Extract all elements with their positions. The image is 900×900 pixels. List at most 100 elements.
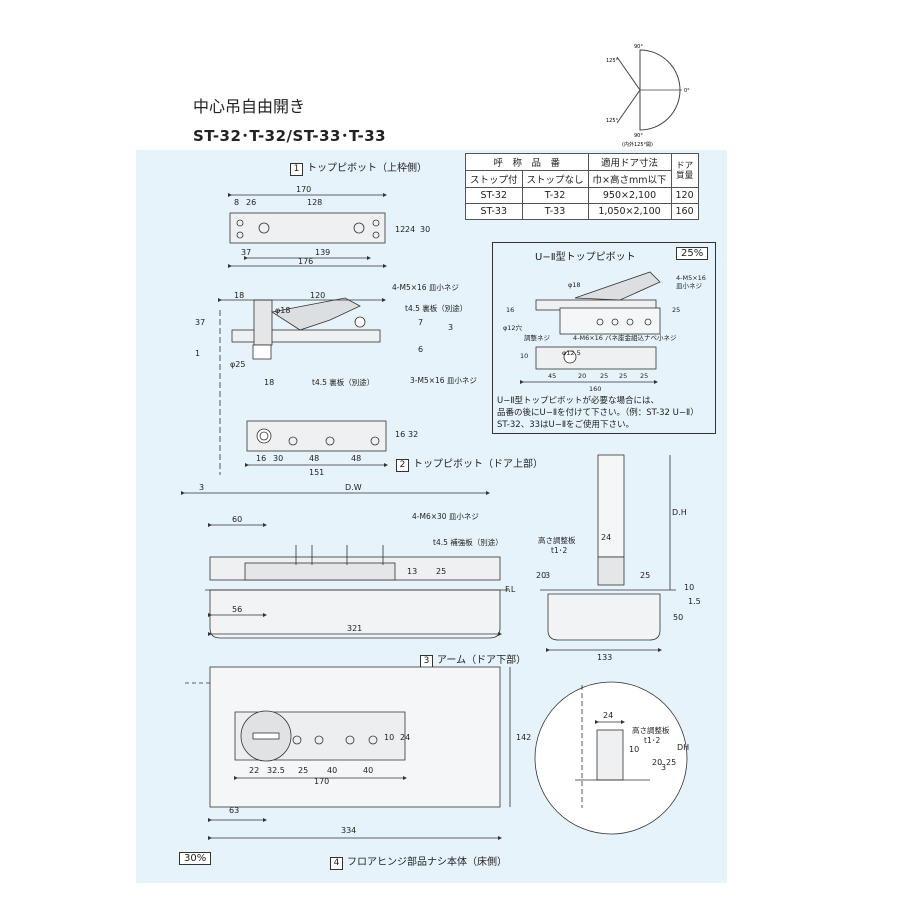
svg-text:40: 40 (363, 766, 373, 775)
svg-text:t1･2: t1･2 (551, 546, 567, 555)
svg-text:22: 22 (249, 766, 259, 775)
svg-text:φ18: φ18 (275, 306, 290, 315)
opening-angle-diagram: 90° 125° 0° 125° 90° (内外125°開) (606, 44, 690, 148)
svg-text:D.W: D.W (345, 483, 362, 492)
svg-text:321: 321 (347, 624, 362, 633)
svg-text:φ25: φ25 (230, 360, 245, 369)
svg-text:334: 334 (341, 826, 356, 835)
svg-text:10: 10 (684, 583, 694, 592)
svg-text:120: 120 (310, 291, 325, 300)
svg-text:φ12穴: φ12穴 (503, 323, 523, 332)
svg-text:6: 6 (418, 345, 423, 354)
model-numbers: ST-32･T-32/ST-33･T-33 (193, 127, 387, 145)
svg-text:133: 133 (597, 653, 612, 662)
svg-text:4-M5×16: 4-M5×16 (676, 274, 706, 282)
svg-text:皿小ネジ: 皿小ネジ (676, 281, 703, 290)
svg-text:30: 30 (420, 225, 430, 234)
svg-text:4-M5×16 皿小ネジ: 4-M5×16 皿小ネジ (392, 283, 459, 292)
svg-text:25: 25 (600, 372, 608, 380)
angle-label-top: 90° (634, 44, 643, 50)
svg-text:20: 20 (652, 758, 662, 767)
svg-text:t4.5 裏板（別途）: t4.5 裏板（別途） (312, 377, 374, 387)
svg-text:25: 25 (640, 571, 650, 580)
svg-text:24: 24 (405, 225, 415, 234)
spec-table: 呼 称 品 番 適用ドア寸法 ドア質量 ストップ付 ストップなし 巾×高さmm以… (465, 153, 699, 220)
svg-text:8: 8 (234, 198, 239, 207)
svg-text:63: 63 (229, 806, 239, 815)
svg-text:24: 24 (601, 533, 611, 542)
svg-text:176: 176 (298, 257, 313, 266)
svg-text:20: 20 (578, 372, 586, 380)
angle-caption: (内外125°開) (622, 141, 653, 148)
svg-text:24: 24 (400, 733, 410, 742)
svg-text:3: 3 (545, 571, 550, 580)
svg-text:160: 160 (589, 385, 601, 393)
svg-text:t1･2: t1･2 (644, 736, 660, 745)
svg-text:18: 18 (264, 378, 274, 387)
svg-text:7: 7 (418, 318, 423, 327)
svg-text:1: 1 (195, 349, 200, 358)
svg-text:16: 16 (395, 430, 405, 439)
svg-text:40: 40 (327, 766, 337, 775)
svg-text:16: 16 (256, 454, 266, 463)
svg-text:高さ調整板: 高さ調整板 (538, 535, 576, 545)
svg-text:24: 24 (603, 711, 613, 720)
svg-text:18: 18 (234, 291, 244, 300)
svg-text:t4.5 補強板（別途）: t4.5 補強板（別途） (433, 537, 503, 547)
svg-text:4-M6×16 バネ座金組込ナベ小ネジ: 4-M6×16 バネ座金組込ナベ小ネジ (573, 333, 677, 342)
svg-text:50: 50 (673, 613, 683, 622)
svg-text:t4.5 裏板（別途）: t4.5 裏板（別途） (405, 303, 467, 313)
svg-text:25: 25 (672, 306, 680, 314)
svg-text:25: 25 (436, 567, 446, 576)
angle-label-125a: 125° (606, 58, 619, 64)
svg-text:56: 56 (232, 605, 242, 614)
svg-text:139: 139 (315, 248, 330, 257)
scale-main: 30% (179, 852, 212, 865)
svg-text:45: 45 (548, 372, 556, 380)
svg-text:32.5: 32.5 (267, 766, 285, 775)
svg-text:170: 170 (296, 185, 311, 194)
svg-text:170: 170 (314, 777, 329, 786)
svg-text:20: 20 (536, 571, 546, 580)
svg-text:25: 25 (640, 372, 648, 380)
svg-text:48: 48 (351, 454, 361, 463)
angle-label-125b: 125° (606, 118, 619, 124)
svg-text:25: 25 (298, 766, 308, 775)
svg-text:調整ネジ: 調整ネジ (524, 333, 551, 342)
table-row: ST-33 T-33 1,050×2,100 160 (465, 203, 699, 220)
svg-text:φ18: φ18 (568, 281, 581, 289)
u2-detail-box (492, 242, 716, 434)
svg-text:48: 48 (309, 454, 319, 463)
svg-text:3: 3 (661, 763, 666, 772)
svg-text:3: 3 (448, 323, 453, 332)
angle-label-bottom: 90° (634, 133, 643, 139)
page-title: 中心吊自由開き (193, 97, 306, 116)
svg-text:高さ調整板: 高さ調整板 (632, 725, 670, 735)
svg-text:10: 10 (629, 745, 639, 754)
u2-scale: 25% (676, 247, 709, 260)
svg-text:128: 128 (307, 198, 322, 207)
svg-text:37: 37 (241, 248, 251, 257)
svg-text:4-M6×30 皿小ネジ: 4-M6×30 皿小ネジ (412, 512, 479, 521)
svg-text:32: 32 (408, 430, 418, 439)
svg-text:30: 30 (273, 454, 283, 463)
svg-text:37: 37 (195, 318, 205, 327)
u2-notes: U−Ⅱ型トップピボットが必要な場合には、 品番の後にU−Ⅱを付けて下さい。（例：… (497, 396, 699, 430)
svg-text:16: 16 (506, 306, 514, 314)
svg-text:3-M5×16 皿小ネジ: 3-M5×16 皿小ネジ (410, 376, 477, 385)
svg-text:13: 13 (407, 567, 417, 576)
svg-text:142: 142 (516, 733, 531, 742)
angle-label-0: 0° (684, 88, 690, 94)
svg-text:60: 60 (232, 515, 242, 524)
svg-text:3: 3 (199, 483, 204, 492)
svg-text:DH: DH (677, 743, 689, 752)
svg-text:151: 151 (309, 468, 324, 477)
svg-text:1.5: 1.5 (688, 597, 701, 606)
svg-text:26: 26 (246, 198, 256, 207)
svg-text:25: 25 (619, 372, 627, 380)
